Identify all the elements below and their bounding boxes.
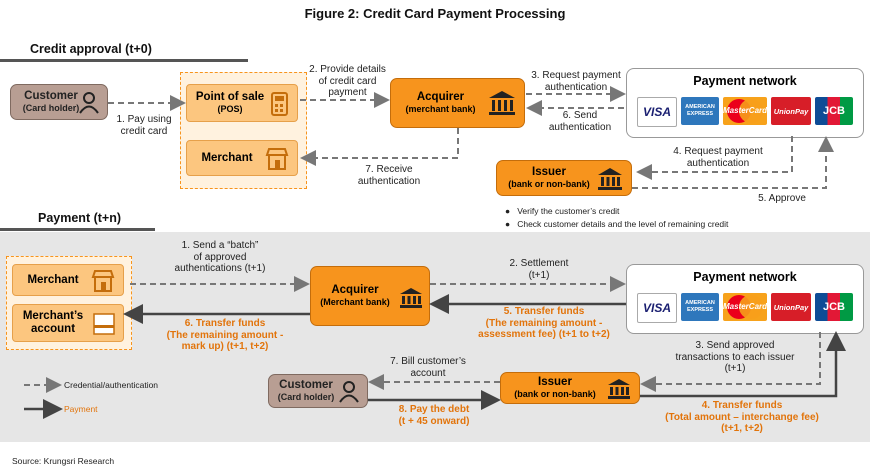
account-card-icon	[93, 313, 115, 335]
approval-pos-box: Point of sale (POS)	[186, 84, 298, 122]
approval-acquirer-box: Acquirer (merchant bank)	[390, 78, 525, 128]
payment-merchant-box: Merchant	[12, 264, 124, 296]
amex-logo: AMERICAN EXPRESS	[681, 97, 719, 125]
jcb-logo: JCB	[815, 293, 853, 321]
payment-customer-sub: (Card holder)	[277, 392, 335, 402]
visa-logo: VISA	[637, 293, 677, 323]
approval-section-title: Credit approval (t+0)	[30, 42, 152, 56]
payment-step-2: 2. Settlement(t+1)	[509, 258, 569, 281]
payment-issuer-sub: (bank or non-bank)	[514, 389, 596, 399]
issuer-note-1: ● Verify the customer’s credit	[505, 206, 620, 216]
payment-step-4: 4. Transfer funds(Total amount – interch…	[665, 400, 819, 434]
approval-acquirer-sub: (merchant bank)	[405, 104, 476, 114]
payment-acquirer-name: Acquirer	[331, 284, 379, 296]
legend-payment-label: Payment	[64, 404, 98, 414]
payment-title-rule	[0, 228, 155, 231]
approval-pos-sub: (POS)	[217, 104, 243, 114]
unionpay-logo: UnionPay	[771, 293, 811, 321]
payment-issuer-box: Issuer (bank or non-bank)	[500, 372, 640, 404]
bank-icon	[608, 379, 630, 399]
approval-title-rule	[0, 59, 248, 62]
payment-network-label: Payment network	[693, 270, 797, 284]
approval-customer-box: Customer (Card holder)	[10, 84, 108, 120]
payment-acquirer-box: Acquirer (Merchant bank)	[310, 266, 430, 326]
payment-step-8: 8. Pay the debt(t + 45 onward)	[398, 404, 470, 427]
amex-logo: AMERICAN EXPRESS	[681, 293, 719, 321]
mastercard-logo: MasterCard	[723, 97, 767, 125]
approval-issuer-name: Issuer	[532, 166, 566, 178]
payment-issuer-name: Issuer	[538, 376, 572, 388]
approval-issuer-box: Issuer (bank or non-bank)	[496, 160, 632, 196]
approval-network-box: Payment network VISA AMERICAN EXPRESS Ma…	[626, 68, 864, 138]
bank-icon	[598, 168, 622, 190]
approval-customer-sub: (Card holder)	[22, 103, 80, 113]
payment-customer-name: Customer	[279, 379, 333, 391]
arrow-approval-7	[300, 128, 459, 166]
payment-customer-box: Customer (Card holder)	[268, 374, 368, 408]
pos-terminal-icon	[271, 92, 288, 116]
legend-credential-label: Credential/authentication	[64, 380, 159, 390]
arrow-approval-4	[636, 136, 793, 180]
bank-icon	[400, 288, 422, 308]
arrow-payment-3	[640, 332, 821, 392]
arrow-payment-4	[640, 331, 846, 398]
approval-customer-name: Customer	[24, 90, 78, 102]
mastercard-text: MasterCard	[723, 106, 768, 115]
approval-issuer-sub: (bank or non-bank)	[508, 179, 590, 189]
person-icon	[339, 381, 359, 403]
jcb-logo: JCB	[815, 97, 853, 125]
mastercard-logo: MasterCard	[723, 293, 767, 321]
store-icon	[91, 270, 115, 292]
approval-acquirer-name: Acquirer	[416, 91, 465, 103]
payment-merchant-label: Merchant	[27, 273, 79, 286]
arrow-approval-5	[632, 136, 834, 189]
person-icon	[79, 92, 99, 114]
approval-network-label: Payment network	[693, 74, 797, 88]
source-note: Source: Krungsri Research	[12, 456, 115, 466]
mastercard-text: MasterCard	[723, 302, 768, 311]
unionpay-logo: UnionPay	[771, 97, 811, 125]
approval-merchant-label: Merchant	[201, 151, 253, 164]
payment-acquirer-sub: (Merchant bank)	[320, 297, 390, 307]
store-icon	[265, 148, 289, 170]
issuer-note-2: ● Check customer details and the level o…	[505, 219, 729, 229]
payment-step-5: 5. Transfer funds(The remaining amount -…	[478, 306, 610, 340]
approval-pos-name: Point of sale	[195, 91, 265, 103]
visa-logo: VISA	[637, 97, 677, 127]
figure-title: Figure 2: Credit Card Payment Processing	[304, 6, 566, 21]
approval-merchant-box: Merchant	[186, 140, 298, 176]
approval-step-5: 5. Approve	[758, 193, 806, 204]
payment-section-title: Payment (t+n)	[38, 211, 122, 225]
payment-step-6: 6. Transfer funds(The remaining amount -…	[166, 318, 284, 352]
bank-icon	[489, 91, 515, 115]
payment-network-box: Payment network VISA AMERICAN EXPRESS Ma…	[626, 264, 864, 334]
